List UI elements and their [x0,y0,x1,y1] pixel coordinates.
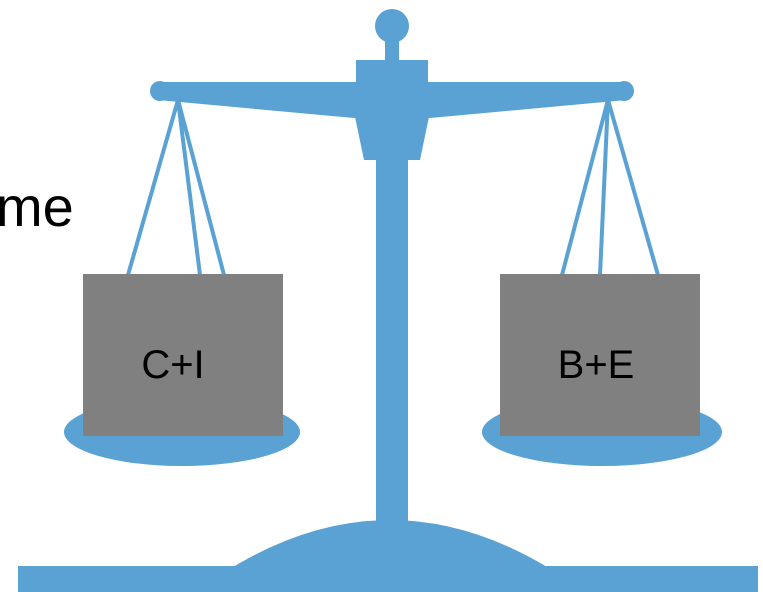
scale-top-knob [375,9,409,43]
scale-post [376,110,408,572]
right-weight-box [500,274,700,436]
right-weight-label: B+E [558,343,635,387]
left-weight-label: C+I [141,343,204,387]
scale-knob-neck [385,36,399,66]
beam-left-end [150,81,170,101]
right-pan-strings [560,99,660,276]
scale-beam [158,82,626,118]
beam-right-end [614,81,634,101]
left-weight-box [83,274,283,436]
left-pan-strings [126,99,226,276]
scale-collar [354,112,430,160]
partial-heading-text: me [0,175,74,238]
